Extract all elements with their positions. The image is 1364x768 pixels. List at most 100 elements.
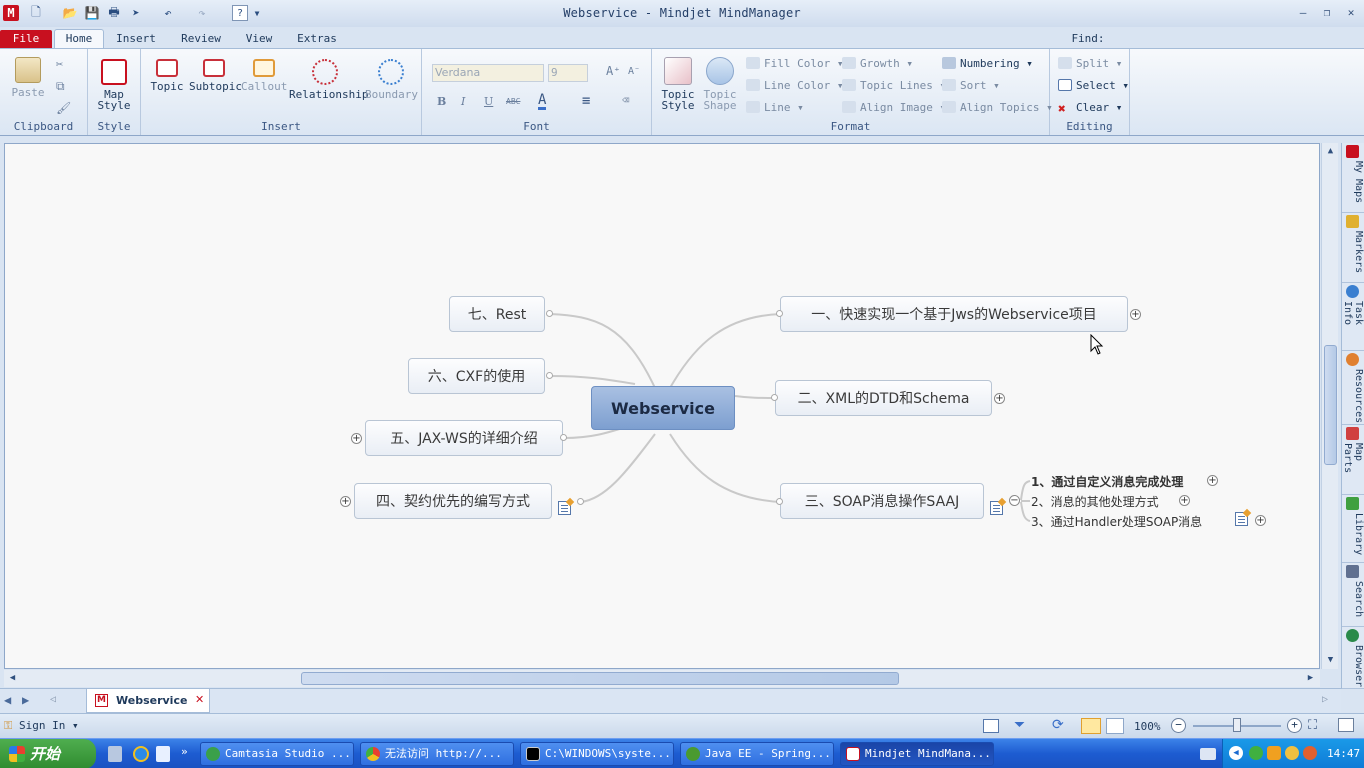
topic-xml[interactable]: 二、XML的DTD和Schema [775, 380, 992, 416]
outline-view-icon[interactable] [1106, 718, 1124, 734]
task-mindmanager[interactable]: Mindjet MindMana... [840, 742, 994, 766]
cut-icon[interactable]: ✂ [56, 57, 64, 71]
font-size-select[interactable]: 9 [548, 64, 588, 82]
doc-tab-close-icon[interactable]: ✕ [195, 693, 205, 706]
topic-contract-first[interactable]: 四、契约优先的编写方式 [354, 483, 552, 519]
zoom-out-icon[interactable]: − [1171, 718, 1186, 733]
horizontal-scrollbar[interactable]: ◀ ▶ [4, 670, 1320, 687]
expand-sub3-icon[interactable]: + [1255, 515, 1266, 526]
numbering-button[interactable]: Numbering ▾ [942, 57, 1033, 70]
new-icon[interactable]: 🗋 [31, 4, 41, 19]
topic-button[interactable]: Topic [149, 59, 185, 92]
topic-rest[interactable]: 七、Rest [449, 296, 545, 332]
expand-jaxws-icon[interactable]: + [351, 433, 362, 444]
topic-jws[interactable]: 一、快速实现一个基于Jws的Webservice项目 [780, 296, 1128, 332]
topic-soap[interactable]: 三、SOAP消息操作SAAJ [780, 483, 984, 519]
horizontal-scroll-thumb[interactable] [301, 672, 899, 685]
sidebar-tab-task-info[interactable]: Task Info [1342, 283, 1364, 351]
topic-cxf[interactable]: 六、CXF的使用 [408, 358, 545, 394]
restore-icon[interactable]: ❐ [1323, 6, 1331, 19]
align-image-button[interactable]: Align Image ▾ [842, 101, 946, 114]
sidebar-tab-markers[interactable]: Markers [1342, 213, 1364, 283]
tab-extras[interactable]: Extras [297, 32, 337, 45]
tray-app2-icon[interactable] [1267, 746, 1281, 760]
note-icon[interactable] [558, 501, 571, 515]
map-view-toggle-icon[interactable] [1081, 718, 1101, 734]
redo-icon[interactable]: ↷ [198, 6, 206, 20]
fit-map-icon[interactable]: ⛶ [1308, 718, 1318, 733]
topic-style-button[interactable]: Topic Style [658, 57, 698, 111]
open-folder-icon[interactable]: 📂 [62, 6, 78, 20]
scroll-left-icon[interactable]: ◀ [9, 673, 16, 683]
close-icon[interactable]: ✕ [1347, 6, 1355, 19]
align-topics-button[interactable]: Align Topics ▾ [942, 101, 1053, 114]
subtopic-custom-message[interactable]: 1、通过自定义消息完成处理 [1031, 475, 1184, 489]
customize-qat-icon[interactable]: ▼ [254, 8, 260, 18]
font-color-button[interactable]: A [538, 92, 547, 110]
expand-sub2-icon[interactable]: + [1179, 495, 1190, 506]
grow-font-icon[interactable]: A⁺ [606, 64, 621, 78]
tab-review[interactable]: Review [181, 32, 221, 45]
note-icon[interactable] [990, 501, 1003, 515]
print-icon[interactable]: 🖶 [108, 4, 120, 19]
scroll-up-icon[interactable]: ▲ [1327, 146, 1334, 156]
sidebar-tab-browser[interactable]: Browser [1342, 627, 1364, 689]
split-button[interactable]: Split ▾ [1058, 57, 1122, 70]
central-topic[interactable]: Webservice [591, 386, 735, 430]
growth-button[interactable]: Growth ▾ [842, 57, 913, 70]
sidebar-tab-map-parts[interactable]: Map Parts [1342, 425, 1364, 495]
clear-format-icon[interactable]: ⌫ [622, 93, 630, 107]
tab-view[interactable]: View [245, 32, 273, 45]
italic-button[interactable]: I [461, 95, 466, 108]
sign-in-button[interactable]: ⚿ Sign In ▾ [4, 719, 79, 732]
font-family-select[interactable]: Verdana [432, 64, 544, 82]
refresh-icon[interactable]: ⟳ [1052, 717, 1064, 733]
expand-sub1-icon[interactable]: + [1207, 475, 1218, 486]
tab-home[interactable]: Home [54, 29, 104, 49]
view-map-icon[interactable] [983, 719, 999, 733]
underline-button[interactable]: U [484, 95, 494, 108]
vertical-scrollbar[interactable]: ▲ ▼ [1321, 143, 1338, 669]
subtopic-other-handling[interactable]: 2、消息的其他处理方式 [1031, 495, 1159, 509]
scroll-down-icon[interactable]: ▼ [1327, 655, 1334, 665]
relationship-button[interactable]: Relationship [289, 59, 368, 100]
subtopic-handler[interactable]: 3、通过Handler处理SOAP消息 [1031, 515, 1203, 529]
tray-app4-icon[interactable] [1303, 746, 1317, 760]
tray-app1-icon[interactable] [1249, 746, 1263, 760]
quicklaunch-more-icon[interactable]: » [181, 745, 188, 758]
task-cmd[interactable]: C:\WINDOWS\syste... [520, 742, 674, 766]
vertical-scroll-thumb[interactable] [1324, 345, 1337, 465]
keyboard-icon[interactable] [1200, 748, 1216, 760]
line-color-button[interactable]: Line Color ▾ [746, 79, 843, 92]
quicklaunch-ie-icon[interactable] [133, 746, 149, 762]
shrink-font-icon[interactable]: A⁻ [628, 66, 641, 77]
format-painter-icon[interactable]: 🖌 [56, 101, 72, 115]
app-logo-icon[interactable]: M [3, 5, 19, 21]
sidebar-tab-my-maps[interactable]: My Maps [1342, 143, 1364, 213]
task-spring[interactable]: Java EE - Spring... [680, 742, 834, 766]
boundary-button[interactable]: Boundary [365, 59, 418, 100]
topic-shape-button[interactable]: Topic Shape [700, 57, 740, 111]
paste-button[interactable]: Paste [8, 57, 48, 98]
tab-scroll-left-icon[interactable]: ◁ [50, 694, 57, 705]
sort-button[interactable]: Sort ▾ [942, 79, 1000, 92]
expand-xml-icon[interactable]: + [994, 393, 1005, 404]
fill-color-button[interactable]: Fill Color ▾ [746, 57, 843, 70]
sidebar-tab-library[interactable]: Library [1342, 495, 1364, 563]
filter-icon[interactable]: ⏷ [1014, 717, 1026, 733]
subtopic-button[interactable]: Subtopic [189, 59, 242, 92]
expand-jws-icon[interactable]: + [1130, 309, 1141, 320]
tab-file[interactable]: File [0, 30, 52, 48]
tab-back-icon[interactable]: ◀ [4, 693, 12, 707]
topic-jaxws[interactable]: 五、JAX-WS的详细介绍 [365, 420, 563, 456]
sidebar-tab-search[interactable]: Search [1342, 563, 1364, 627]
tab-insert[interactable]: Insert [116, 32, 156, 45]
collapse-soap-icon[interactable]: − [1009, 495, 1020, 506]
strikethrough-button[interactable]: ABC [506, 97, 521, 106]
tray-app3-icon[interactable] [1285, 746, 1299, 760]
topic-lines-button[interactable]: Topic Lines ▾ [842, 79, 946, 92]
send-icon[interactable]: ➤ [132, 6, 140, 20]
clear-button[interactable]: ✖Clear ▾ [1058, 101, 1123, 117]
minimize-icon[interactable]: — [1299, 6, 1307, 19]
map-style-button[interactable]: Map Style [94, 59, 134, 111]
